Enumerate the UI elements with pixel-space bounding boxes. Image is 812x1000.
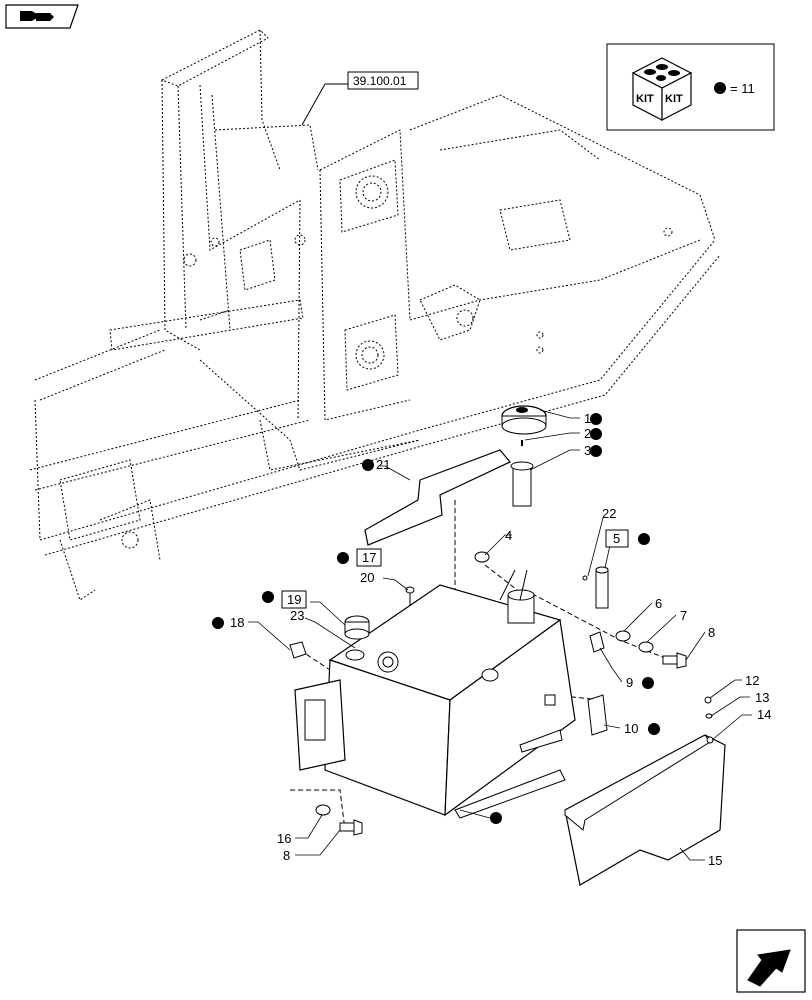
- fitting-part[interactable]: [405, 586, 415, 602]
- kit-legend-dot: [714, 82, 726, 94]
- kit-dot-2: [590, 428, 602, 440]
- kit-label-left: KIT: [636, 93, 654, 105]
- drain-cap[interactable]: [344, 615, 370, 640]
- kit-dot-18: [212, 617, 224, 629]
- kit-dot-19: [262, 591, 274, 603]
- callout-2: 2: [584, 426, 591, 441]
- nav-next-icon[interactable]: [736, 929, 806, 993]
- callout-17: 17: [362, 550, 376, 565]
- callout-8-bottom: 8: [283, 848, 290, 863]
- kit-dot-10: [648, 723, 660, 735]
- leader-lines: [248, 409, 752, 861]
- callout-14: 14: [757, 707, 771, 722]
- fuel-tank[interactable]: [294, 584, 576, 819]
- callout-3: 3: [584, 443, 591, 458]
- washer-13[interactable]: [705, 713, 713, 719]
- callout-4: 4: [505, 528, 512, 543]
- callout-6: 6: [655, 596, 662, 611]
- frame-reference[interactable]: 39.100.01: [301, 71, 419, 126]
- loader-frame-phantom: [29, 29, 721, 601]
- washer-7[interactable]: [638, 641, 654, 653]
- filler-neck[interactable]: [499, 569, 535, 624]
- kit-dot-17: [337, 552, 349, 564]
- callouts: 1 2 3 4 5 6 7 8 8 9 10 12 13 14 15 16 17…: [212, 411, 771, 868]
- callout-9: 9: [626, 675, 633, 690]
- callout-19: 19: [287, 592, 301, 607]
- kit-label-right: KIT: [665, 93, 683, 105]
- callout-1: 1: [584, 411, 591, 426]
- kit-dot-1: [590, 413, 602, 425]
- kit-dot-3: [590, 445, 602, 457]
- kit-box-icon: KIT KIT: [631, 57, 693, 121]
- callout-12: 12: [745, 673, 759, 688]
- bolt-8[interactable]: [662, 652, 687, 669]
- tank-cover[interactable]: [564, 734, 726, 886]
- washer-16[interactable]: [315, 804, 331, 816]
- bolt-8-bottom[interactable]: [339, 819, 363, 836]
- callout-20: 20: [360, 570, 374, 585]
- callout-7: 7: [680, 608, 687, 623]
- washer-6[interactable]: [615, 630, 631, 642]
- clip-part[interactable]: [589, 631, 605, 653]
- fuel-sender[interactable]: [595, 566, 609, 609]
- callout-23: 23: [290, 608, 304, 623]
- cover-plate-small[interactable]: [587, 694, 608, 736]
- callout-18: 18: [230, 615, 244, 630]
- callout-10: 10: [624, 721, 638, 736]
- callout-8-right: 8: [708, 625, 715, 640]
- callout-22: 22: [602, 506, 616, 521]
- kit-dot-9: [642, 677, 654, 689]
- callout-16: 16: [277, 831, 291, 846]
- o-ring[interactable]: [345, 649, 365, 661]
- kit-legend-text: = 11: [730, 81, 755, 96]
- kit-dot-21: [362, 459, 374, 471]
- kit-dot-5: [638, 533, 650, 545]
- gasket-plate[interactable]: [364, 449, 511, 546]
- callout-21: 21: [376, 457, 390, 472]
- small-screw[interactable]: [582, 575, 588, 581]
- kit-dot-tank: [490, 812, 502, 824]
- filler-tube[interactable]: [510, 461, 534, 507]
- callout-5: 5: [613, 531, 620, 546]
- frame-reference-label: 39.100.01: [353, 74, 407, 88]
- callout-15: 15: [708, 853, 722, 868]
- nav-back-icon[interactable]: [5, 4, 79, 29]
- screw-12[interactable]: [704, 696, 712, 704]
- callout-13: 13: [755, 690, 769, 705]
- kit-legend: KIT KIT = 11: [606, 43, 775, 131]
- fuel-cap[interactable]: [501, 405, 547, 435]
- nut-part[interactable]: [289, 641, 307, 659]
